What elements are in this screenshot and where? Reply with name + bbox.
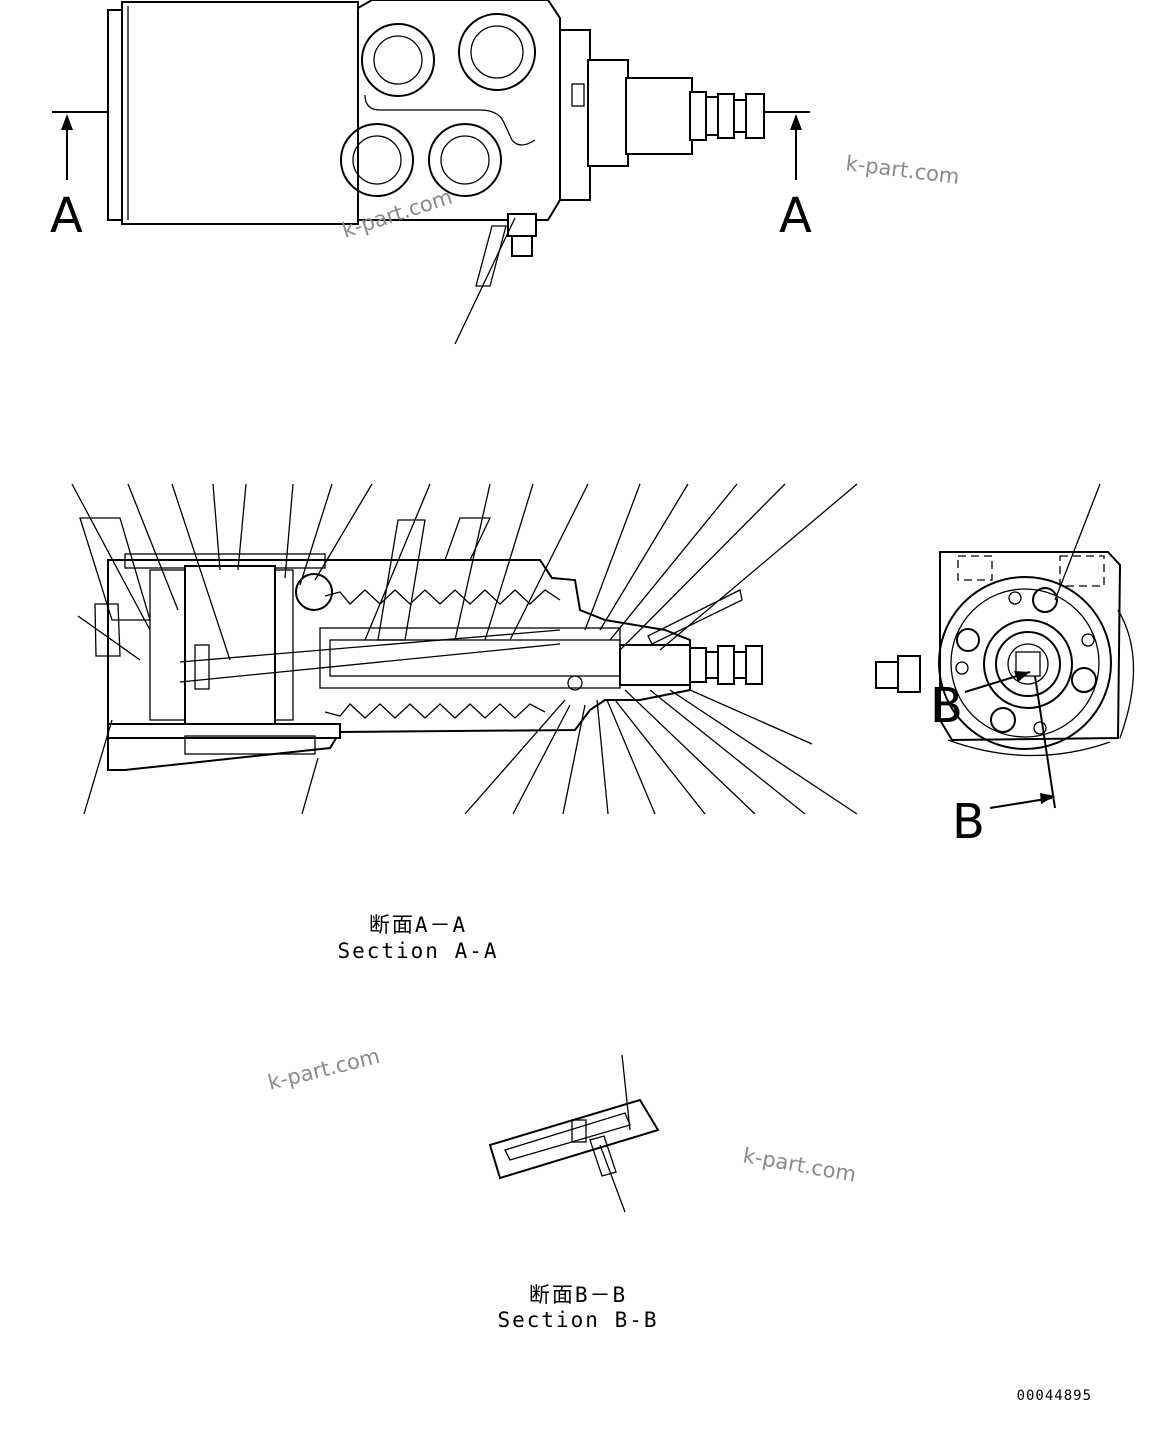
svg-text:A: A [50, 188, 83, 244]
caption-section-aa: 断面A－A Section A-A [337, 913, 498, 963]
svg-text:B: B [952, 794, 985, 850]
watermark: k-part.com [265, 1044, 382, 1095]
section-aa-view [79, 517, 763, 771]
svg-text:Section A-A: Section A-A [337, 939, 498, 963]
section-mark-b: B B [930, 671, 1056, 850]
watermark: k-part.com [844, 151, 960, 189]
svg-text:B: B [930, 678, 963, 734]
svg-text:断面A－A: 断面A－A [369, 913, 467, 937]
svg-text:Section B-B: Section B-B [497, 1308, 658, 1332]
caption-section-bb: 断面B－B Section B-B [497, 1283, 658, 1332]
leader-lines-a [71, 483, 858, 815]
svg-text:A: A [779, 188, 812, 244]
drawing-number: 00044895 [1017, 1388, 1092, 1404]
section-bb-view [488, 1054, 660, 1213]
top-view-assembly [52, 0, 810, 345]
end-view [875, 483, 1135, 757]
section-mark-a-right: A [779, 114, 812, 244]
watermark: k-part.com [741, 1143, 858, 1186]
svg-text:断面B－B: 断面B－B [529, 1283, 627, 1307]
section-mark-a-left: A [50, 114, 83, 244]
